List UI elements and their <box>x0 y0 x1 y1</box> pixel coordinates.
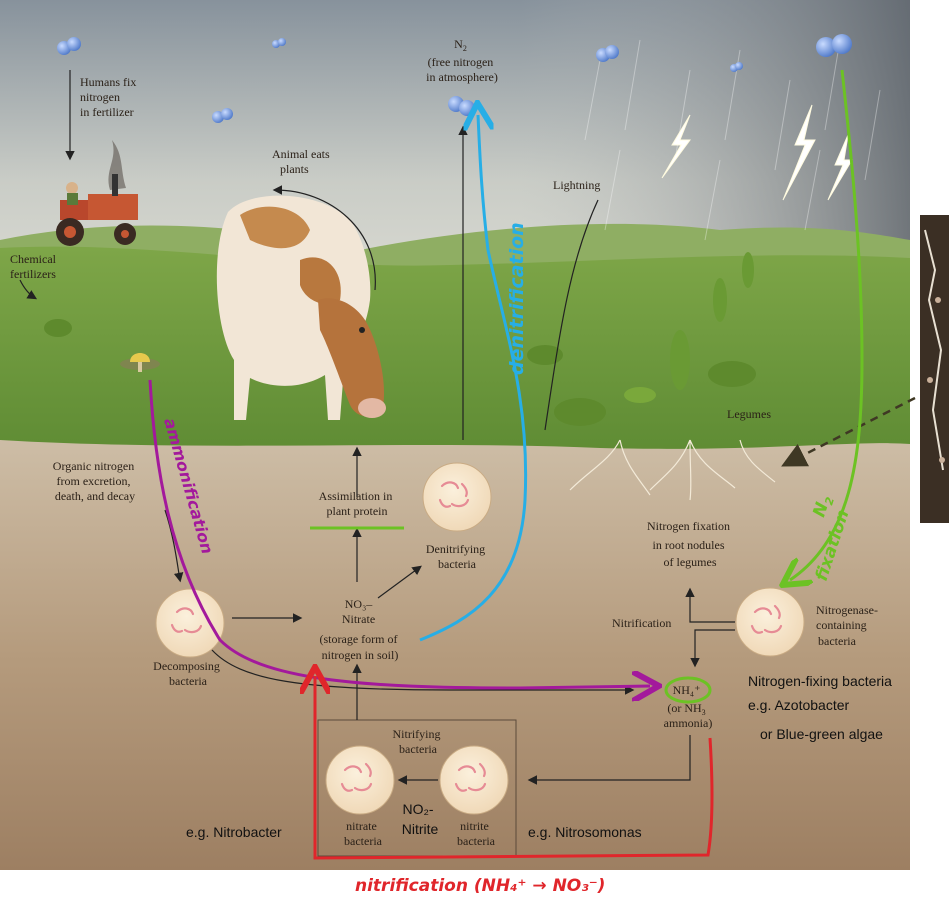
soil <box>0 440 910 870</box>
animal-eats-label: Animal eats plants <box>272 147 333 176</box>
lightning-bolts <box>661 104 853 201</box>
tractor-illustration <box>56 140 138 246</box>
meadow <box>0 246 910 450</box>
denitrifying-bacteria-cell <box>422 462 492 532</box>
chemical-fertilizers-label: Chemical fertilizers <box>10 252 59 281</box>
decomposing-bacteria-label: Decomposing bacteria <box>153 659 223 688</box>
n2-atmosphere-label: N2 (free nitrogen in atmosphere) <box>426 37 498 84</box>
nitrite-annotation: NO₂- Nitrite <box>402 801 439 837</box>
cycle-arrows <box>19 70 735 785</box>
root-nodule-photo <box>920 215 949 523</box>
eg-nitrosomonas-annotation: e.g. Nitrosomonas <box>528 824 642 840</box>
ground-plants <box>44 252 756 426</box>
denitrification-arrow[interactable] <box>419 115 528 642</box>
humans-fix-label: Humans fix nitrogen in fertilizer <box>80 75 139 119</box>
organic-nitrogen-label: Organic nitrogen from excretion, death, … <box>53 459 137 503</box>
cow-illustration <box>216 195 386 420</box>
legumes-label: Legumes <box>727 407 771 421</box>
root-nodule-fixation-label: Nitrogen fixation in root nodules of leg… <box>647 519 733 569</box>
denitrification-label: denitrification <box>506 222 528 375</box>
denitrifying-bacteria-label: Denitrifying bacteria <box>426 542 488 571</box>
nitrification-handwritten-label: nitrification (NH₄⁺ → NO₃⁻) <box>355 876 605 896</box>
root-photo-pointer-arrow <box>781 396 916 467</box>
nitrogenase-bacteria-label: Nitrogenase- containing bacteria <box>816 603 881 648</box>
lightning-label: Lightning <box>553 178 600 192</box>
legume-roots <box>569 439 776 501</box>
svg-text:N2: N2 <box>809 492 837 520</box>
nitrate-bacteria-label: nitrate bacteria <box>344 819 383 848</box>
ammonium-label: NH₄⁺ (or NH3 ammonia) <box>664 683 713 730</box>
nitrification-printed-label: Nitrification <box>612 616 671 630</box>
nitrogen-fixing-bacteria-annotation: Nitrogen-fixing bacteria e.g. Azotobacte… <box>748 673 896 742</box>
rain <box>584 39 881 241</box>
nitrite-bacteria-cell <box>439 745 509 815</box>
nitrogenase-bacteria-cell <box>735 587 805 657</box>
mushroom-illustration <box>120 353 160 372</box>
assimilation-label: Assimilation in plant protein <box>319 489 396 518</box>
decomposing-bacteria-cell <box>155 588 225 658</box>
nitrate-bacteria-cell <box>325 745 395 815</box>
nitrification-red-arrow[interactable] <box>315 676 714 860</box>
eg-nitrobacter-annotation: e.g. Nitrobacter <box>186 824 282 840</box>
nitrifying-bacteria-label: Nitrifying bacteria <box>393 727 444 756</box>
ammonium-highlight-circle <box>664 676 712 704</box>
nitrite-bacteria-label: nitrite bacteria <box>457 819 496 848</box>
nitrate-label: NO₃– Nitrate (storage form of nitrogen i… <box>320 597 401 662</box>
n2-fixation-arrow[interactable] <box>790 69 864 580</box>
ammonification-arrow[interactable] <box>148 379 650 688</box>
